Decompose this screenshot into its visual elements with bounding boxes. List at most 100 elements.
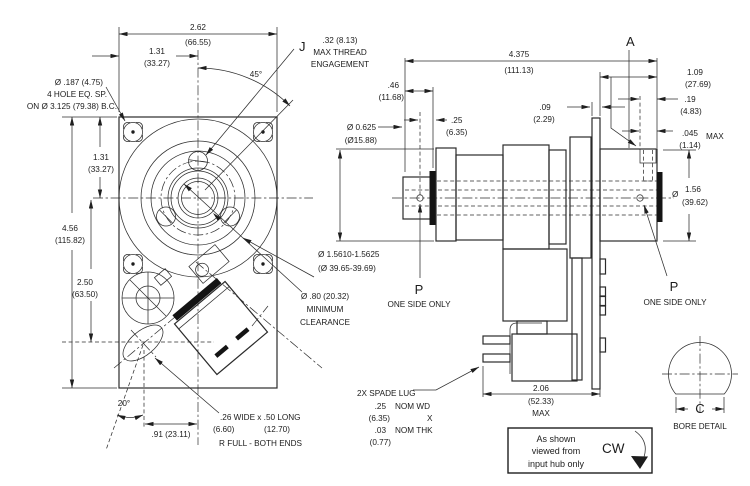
slot-note-mm: (12.70) xyxy=(264,425,290,434)
front-view-dimensions: 2.62 (66.55) 1.31 (33.27) 4.56 (115.82) … xyxy=(27,23,380,448)
dim-key-d-mm: (1.14) xyxy=(679,141,701,150)
dim-key-d-max: MAX xyxy=(706,132,724,141)
spade-note-thk: NOM THK xyxy=(395,426,433,435)
dim-height-mm: (115.82) xyxy=(55,236,85,245)
terminals xyxy=(599,258,607,353)
dim-key-d-in: .045 xyxy=(682,129,698,138)
angle-slot: 20° xyxy=(118,399,130,408)
bore-dim-c: C xyxy=(695,401,704,416)
dim-overall-mm: (111.13) xyxy=(504,66,534,75)
dim-depth-mm: (52.33) xyxy=(528,397,554,406)
motor-lower xyxy=(511,333,578,382)
spade-lug-1 xyxy=(482,335,511,345)
angle-holes: 45° xyxy=(250,70,262,79)
dim-height-in: 4.56 xyxy=(62,224,78,233)
dim-half-width-mm: (33.27) xyxy=(144,59,170,68)
flange xyxy=(569,136,592,259)
p-right-label: P xyxy=(670,279,679,294)
output-collar xyxy=(657,172,663,222)
clearance-note-1: Ø .80 (20.32) xyxy=(301,292,350,301)
capacitor-front xyxy=(121,268,175,325)
dim-board-mm: (2.29) xyxy=(533,115,555,124)
cw-label: CW xyxy=(602,441,625,456)
dim-right-in: 1.09 xyxy=(687,68,703,77)
hub-circles xyxy=(118,118,278,278)
rotation-note-1: As shown xyxy=(536,434,575,444)
dim-slot-offset: .91 (23.11) xyxy=(152,430,191,439)
dim-plate-width-mm: (66.55) xyxy=(185,38,211,47)
hole-note-1: Ø .187 (4.75) xyxy=(55,78,104,87)
rotation-note-3: input hub only xyxy=(528,459,585,469)
spade-note-wd-in: .25 xyxy=(375,402,387,411)
p-left-label: P xyxy=(415,282,424,297)
mounting-plate xyxy=(118,116,278,389)
cw-arrow-head xyxy=(631,456,648,469)
pilot-dia-mm: (Ø 39.65-39.69) xyxy=(318,264,376,273)
bore-detail-title: BORE DETAIL xyxy=(673,422,727,431)
clearance-note-2: MINIMUM xyxy=(307,305,344,314)
spade-lug-2 xyxy=(482,353,511,363)
spade-note-title: 2X SPADE LUG xyxy=(357,389,416,398)
thread-note-2: MAX THREAD xyxy=(313,48,367,57)
motor-upper xyxy=(502,248,568,322)
rotation-note-box: As shown viewed from input hub only CW xyxy=(507,427,653,474)
dim-key-w-in: .19 xyxy=(684,95,696,104)
slot-note-1: .26 WIDE x .50 LONG xyxy=(220,413,301,422)
dim-half-height-mm: (33.27) xyxy=(88,165,114,174)
cw-arrow-arc xyxy=(634,430,646,458)
side-view xyxy=(402,117,663,390)
drum-dia-mm: (39.62) xyxy=(682,198,708,207)
hub-dia-mm: (Ø15.88) xyxy=(345,136,378,145)
dim-board-in: .09 xyxy=(539,103,551,112)
setscrew-mark-left xyxy=(416,194,424,202)
dim-depth-max: MAX xyxy=(532,409,550,418)
terminal-board xyxy=(591,117,601,390)
dim-hub-face-mm: (6.35) xyxy=(446,128,468,137)
dim-hub-len-mm: (11.68) xyxy=(379,93,405,102)
dim-slot-drop-in: 2.50 xyxy=(77,278,93,287)
hole-note-2: 4 HOLE EQ. SP. xyxy=(47,90,107,99)
slot-note-in: (6.60) xyxy=(213,425,235,434)
shaft-clamp xyxy=(188,244,230,284)
side-view-dimensions: 4.375 (111.13) A .46 (11.68) .25 (6.35) … xyxy=(336,34,724,447)
spade-note-wd: NOM WD xyxy=(395,402,430,411)
thread-note-1: .32 (8.13) xyxy=(322,36,357,45)
dim-hub-len-in: .46 xyxy=(388,81,400,90)
setscrew-mark-right xyxy=(636,194,644,202)
bore-circle xyxy=(668,342,732,395)
dim-slot-drop-mm: (63.50) xyxy=(72,290,98,299)
drum-dia-sym: Ø xyxy=(672,190,679,199)
hole-note-3: ON Ø 3.125 (79.38) B.C. xyxy=(27,102,117,111)
rotation-note-2: viewed from xyxy=(532,446,581,456)
bore-detail: C BORE DETAIL xyxy=(668,342,732,431)
dim-key-w-mm: (4.83) xyxy=(680,107,702,116)
p-left-note: ONE SIDE ONLY xyxy=(387,300,451,309)
spade-note-x: X xyxy=(427,414,433,423)
label-a: A xyxy=(626,34,635,49)
dim-right-mm: (27.69) xyxy=(685,80,711,89)
spade-note-wd-mm: (6.35) xyxy=(369,414,391,423)
dim-hub-face-in: .25 xyxy=(451,116,463,125)
pilot-dia-in: Ø 1.5610-1.5625 xyxy=(318,250,380,259)
dim-overall-in: 4.375 xyxy=(509,50,530,59)
label-j: J xyxy=(299,39,306,54)
dim-plate-width-in: 2.62 xyxy=(190,23,206,32)
dim-depth-in: 2.06 xyxy=(533,384,549,393)
motor-body-front xyxy=(172,277,269,376)
p-right-note: ONE SIDE ONLY xyxy=(643,298,707,307)
input-collar xyxy=(429,171,436,225)
gear-housing xyxy=(502,144,550,250)
drum-dia-in: 1.56 xyxy=(685,185,701,194)
spade-note-thk-mm: (0.77) xyxy=(370,438,392,447)
thread-note-3: ENGAGEMENT xyxy=(311,60,369,69)
mounting-slot xyxy=(122,324,164,362)
clearance-note-3: CLEARANCE xyxy=(300,318,351,327)
spade-note-thk-in: .03 xyxy=(375,426,387,435)
front-view xyxy=(118,116,278,389)
hub-dia-in: Ø 0.625 xyxy=(347,123,377,132)
keyway-pocket xyxy=(639,148,657,164)
slot-note-3: R FULL - BOTH ENDS xyxy=(219,439,302,448)
dim-half-height-in: 1.31 xyxy=(93,153,109,162)
